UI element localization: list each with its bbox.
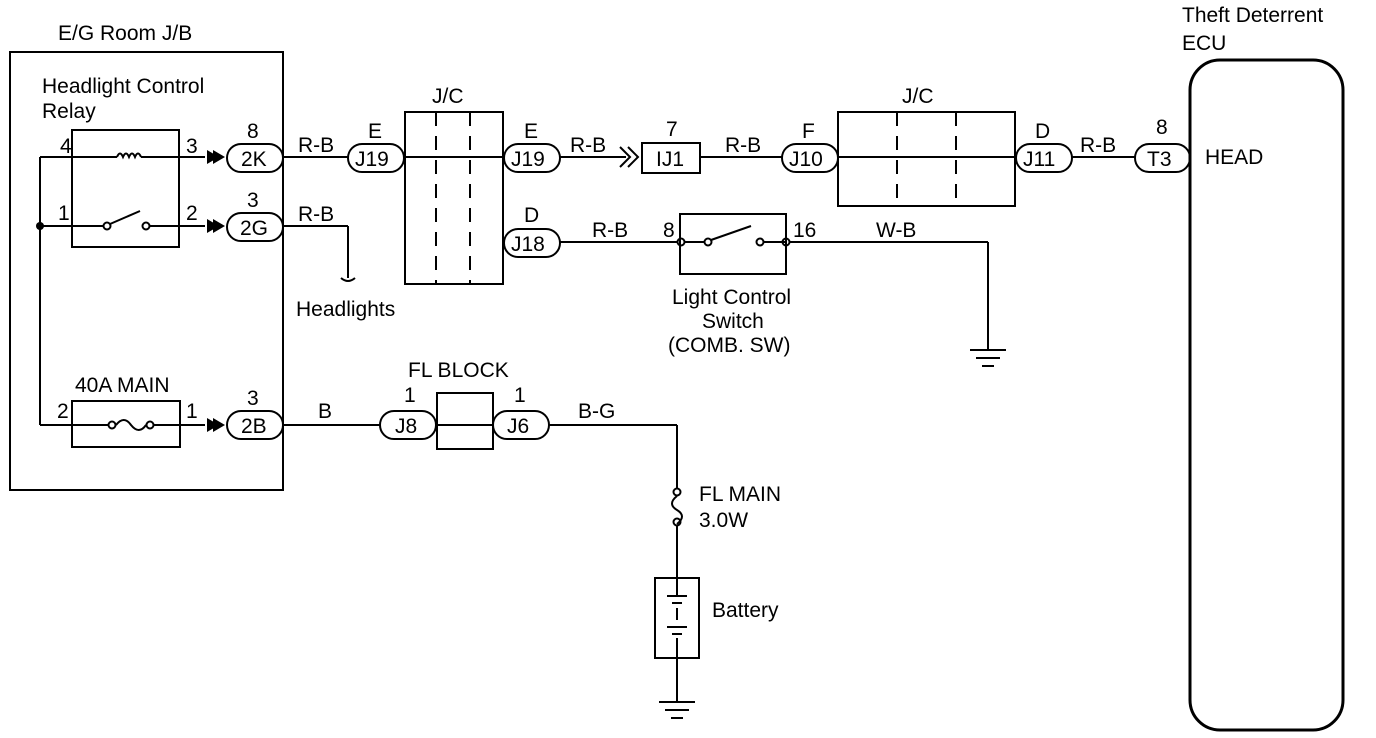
relay-pin-2: 2 (186, 202, 198, 225)
junction-connector-1-label: J/C (432, 85, 464, 108)
relay-coil-icon (116, 152, 142, 160)
fl-main-fusible-link: FL MAIN 3.0W (671, 483, 781, 532)
connector-2g: 2G 3 (226, 189, 284, 242)
junction-connector-2-label: J/C (902, 85, 934, 108)
chevron-right-icon (207, 418, 225, 432)
connector-j8: J8 1 (379, 384, 437, 440)
connector-ij1: IJ1 7 (641, 118, 701, 174)
battery-label: Battery (712, 599, 779, 622)
connector-j19-left-pin: E (368, 120, 382, 143)
connector-j11-pin: D (1035, 120, 1050, 143)
headlights-label: Headlights (296, 298, 395, 321)
connector-2g-pin: 3 (247, 189, 259, 212)
connector-2k: 2K 8 (226, 120, 284, 173)
relay-pin-4: 4 (60, 135, 72, 158)
wire-label-bg: B-G (578, 400, 615, 423)
switch-label-line3: (COMB. SW) (668, 334, 790, 357)
wire-label-rb-6: R-B (592, 219, 628, 242)
connector-arrows (207, 150, 225, 432)
svg-text:2K: 2K (241, 148, 267, 171)
wire-label-rb-2: R-B (298, 203, 334, 226)
switch-label-line2: Switch (702, 310, 764, 333)
fl-block: FL BLOCK (408, 359, 509, 450)
connector-t3-pin: 8 (1156, 116, 1168, 139)
connector-j19-left: J19 E (347, 120, 405, 173)
fl-main-label-line1: FL MAIN (699, 483, 781, 506)
main-fuse-pin-1: 1 (186, 400, 198, 423)
wire-label-rb-5: R-B (1080, 134, 1116, 157)
battery: Battery (654, 577, 779, 659)
svg-text:IJ1: IJ1 (656, 148, 684, 171)
fl-block-label: FL BLOCK (408, 359, 509, 382)
switch-pin-16: 16 (793, 219, 816, 242)
junction-connector-2: J/C (837, 85, 1016, 207)
chevron-right-icon (207, 219, 225, 233)
main-fuse-40a: 40A MAIN 2 1 (40, 374, 205, 448)
inline-connector-icon (619, 146, 640, 168)
connector-j10: J10 F (781, 120, 839, 173)
connector-j19-right: J19 E (503, 120, 561, 173)
connector-2b-pin: 3 (247, 387, 259, 410)
wire-label-wb: W-B (876, 219, 916, 242)
relay-switch-contact (109, 210, 141, 225)
connector-j6: J6 1 (492, 384, 550, 440)
wire-label-rb-4: R-B (725, 134, 761, 157)
switch-pin-8: 8 (663, 219, 675, 242)
splice-point (36, 222, 44, 230)
connector-j18: J18 D (503, 204, 561, 258)
svg-text:J6: J6 (507, 415, 529, 438)
relay-label-line2: Relay (42, 100, 96, 123)
theft-deterrent-ecu: Theft Deterrent ECU HEAD (1182, 4, 1345, 732)
eg-room-junction-block: E/G Room J/B Headlight Control Relay (9, 22, 284, 491)
connector-j11: J11 D (1015, 120, 1073, 173)
wire-label-rb-3: R-B (570, 134, 606, 157)
connector-2k-pin: 8 (247, 120, 259, 143)
headlight-control-relay: 4 3 1 2 (40, 129, 205, 248)
eg-room-jb-title: E/G Room J/B (58, 22, 192, 45)
svg-text:2G: 2G (240, 217, 268, 240)
junction-connector-1: J/C (404, 85, 504, 285)
connector-j6-pin: 1 (514, 384, 526, 407)
headlights-terminal-icon (340, 277, 356, 282)
wire-label-rb-1: R-B (298, 134, 334, 157)
chevron-right-icon (207, 150, 225, 164)
connector-2b: 2B 3 (226, 387, 284, 440)
svg-text:T3: T3 (1147, 148, 1172, 171)
svg-text:J18: J18 (511, 233, 545, 256)
main-fuse-label: 40A MAIN (75, 374, 170, 397)
svg-text:J11: J11 (1023, 148, 1055, 171)
connector-j8-pin: 1 (404, 384, 416, 407)
ecu-title-line2: ECU (1182, 32, 1226, 55)
svg-text:J19: J19 (355, 148, 389, 171)
relay-pin-3: 3 (186, 135, 198, 158)
connector-j10-pin: F (802, 120, 815, 143)
relay-pin-1: 1 (58, 202, 70, 225)
switch-contact (710, 225, 752, 241)
connector-ij1-pin: 7 (666, 118, 678, 141)
relay-label-line1: Headlight Control (42, 75, 204, 98)
wire-label-b: B (318, 400, 332, 423)
svg-text:J10: J10 (789, 148, 823, 171)
ground-icon (970, 349, 1006, 367)
ground-icon (659, 701, 695, 719)
fuse-icon (115, 419, 147, 431)
svg-text:2B: 2B (241, 415, 267, 438)
light-control-switch: 8 16 Light Control Switch (COMB. SW) (663, 213, 816, 357)
switch-label-line1: Light Control (672, 286, 791, 309)
ecu-terminal-head: HEAD (1205, 146, 1263, 169)
fl-main-label-line2: 3.0W (699, 509, 748, 532)
svg-text:J8: J8 (395, 415, 417, 438)
ecu-title-line1: Theft Deterrent (1182, 4, 1323, 27)
connector-j19-right-pin: E (524, 120, 538, 143)
connector-t3: T3 8 (1134, 116, 1191, 173)
main-fuse-pin-2: 2 (57, 400, 69, 423)
fusible-link-icon (671, 495, 683, 525)
connector-j18-pin: D (524, 204, 539, 227)
svg-text:J19: J19 (511, 148, 545, 171)
